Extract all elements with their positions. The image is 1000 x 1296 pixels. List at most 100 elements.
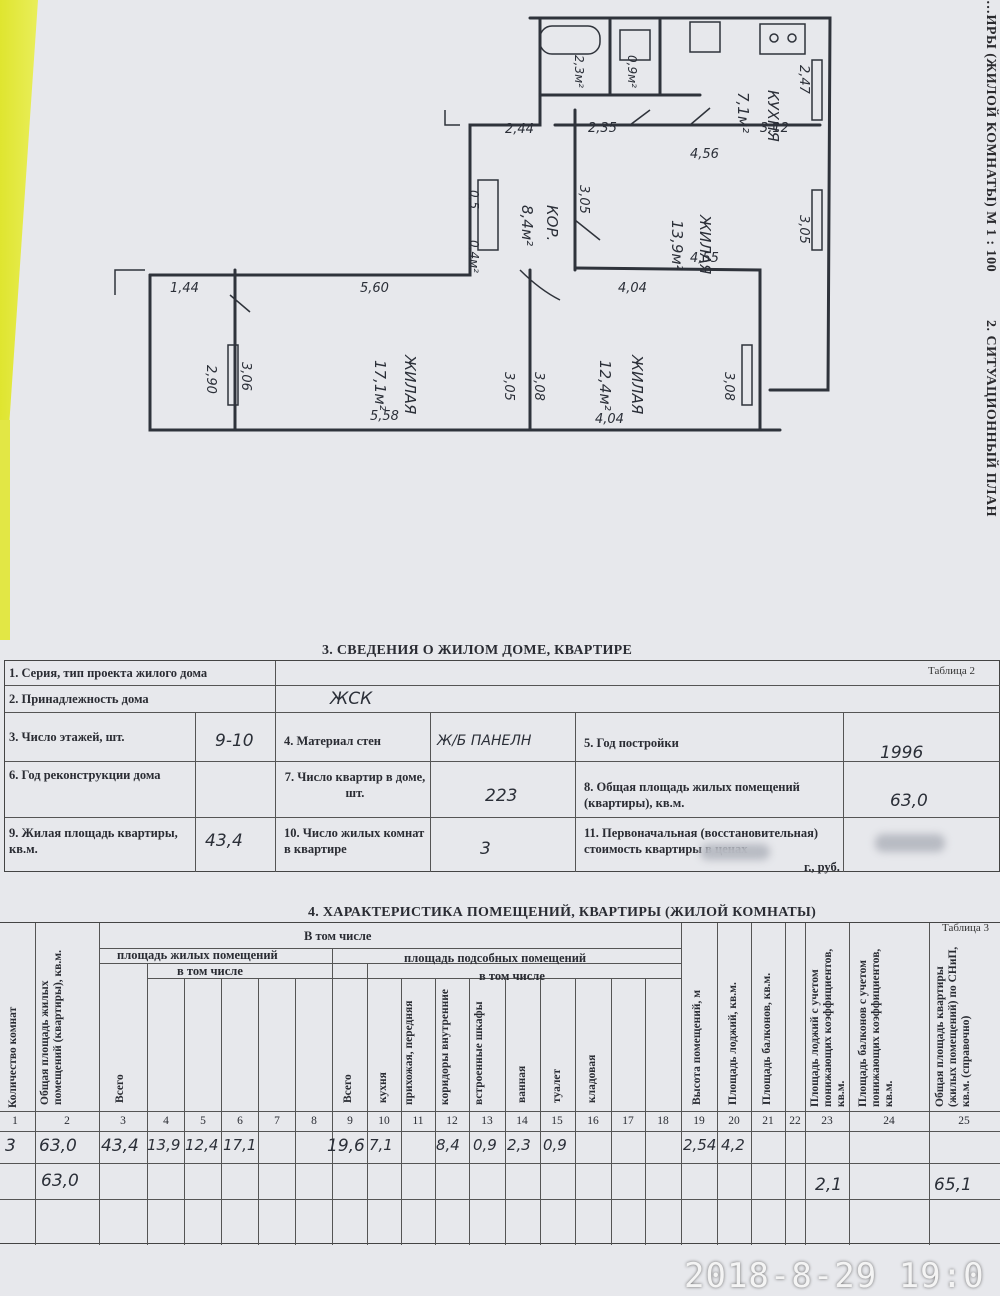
col-header: Количество комнат: [7, 1006, 19, 1108]
col-number: 2: [64, 1115, 70, 1127]
col-number: 18: [657, 1115, 669, 1127]
room-area: 2,3м²: [572, 55, 586, 88]
col-number: 23: [821, 1115, 833, 1127]
col-header: кухня: [377, 1072, 389, 1103]
wall: [148, 16, 542, 277]
room-area: 0,5: [467, 190, 481, 209]
dimension: 4,55: [690, 251, 719, 266]
header-incl: В том числе: [304, 929, 372, 943]
living-area-label: 9. Жилая площадь квартиры, кв.м.: [9, 826, 178, 856]
col-header: ванная: [516, 1065, 528, 1103]
col-number: 16: [587, 1115, 599, 1127]
toilet: [619, 29, 651, 61]
total-area-value: 63,0: [890, 791, 928, 811]
cell-toilet: 0,9: [543, 1136, 567, 1154]
cell-room-area: 13,9: [147, 1136, 181, 1154]
col-header: Высота помещений, м: [691, 989, 703, 1105]
header-living: площадь жилых помещений: [117, 948, 278, 962]
col-number: 3: [120, 1115, 126, 1127]
dimension: 3,05: [576, 185, 591, 214]
cost-year-suffix: г., руб.: [804, 860, 840, 874]
stove: [759, 23, 806, 55]
col-number: 17: [622, 1115, 634, 1127]
build-year-label: 5. Год постройки: [584, 736, 679, 750]
col-header: коридоры внутренние: [439, 989, 451, 1105]
header-living-sub: в том числе: [177, 964, 243, 978]
rooms-count-label: 10. Число жилых комнат в квартире: [284, 826, 425, 856]
table2: 1. Серия, тип проекта жилого дома 2. При…: [4, 660, 1000, 874]
side-title: …ИРЫ (ЖИЛОЙ КОМНАТЫ) М 1 : 100 2. СИТУАЦ…: [978, 0, 998, 700]
table3-label: Таблица 3: [942, 922, 990, 934]
window: [811, 59, 823, 121]
dimension: 3,08: [721, 372, 736, 401]
dimension: 3,06: [238, 362, 253, 391]
table3: В том числе площадь жилых помещений площ…: [0, 922, 1000, 1245]
wall: [148, 273, 782, 432]
series-label: 1. Серия, тип проекта жилого дома: [9, 666, 208, 680]
cell-height: 2,54: [683, 1136, 717, 1154]
header-aux: площадь подсобных помещений: [404, 951, 587, 965]
room-label: ЖИЛАЯ: [696, 214, 714, 275]
room-label: ЖИЛАЯ: [401, 354, 419, 415]
col-number: 24: [883, 1115, 895, 1127]
room-area: 8,4м²: [518, 205, 536, 246]
col-number: 25: [958, 1115, 970, 1127]
ownership-label: 2. Принадлежность дома: [9, 692, 149, 706]
col-number: 12: [446, 1115, 458, 1127]
col-header: Площадь балконов, кв.м.: [761, 972, 773, 1105]
room-area: 0,4м²: [467, 240, 481, 273]
door: [629, 109, 651, 126]
photo-timestamp: 2018-8-29 19:0: [684, 1256, 985, 1296]
col-header: прихожая, передняя: [403, 1000, 415, 1105]
room-label: ЖИЛАЯ: [628, 354, 646, 415]
dimension: 2,35: [588, 121, 617, 136]
floors-value: 9-10: [215, 731, 254, 751]
closet: [477, 179, 499, 251]
door: [519, 269, 561, 301]
col-header: туалет: [551, 1068, 563, 1103]
paper-edge: [0, 420, 10, 640]
col-header: кладовая: [586, 1054, 598, 1103]
dimension: 2,90: [203, 365, 218, 394]
cell-bathroom: 2,3: [507, 1136, 531, 1154]
section3-title: 3. СВЕДЕНИЯ О ЖИЛОМ ДОМЕ, КВАРТИРЕ: [322, 643, 633, 658]
dimension: 3,05: [501, 372, 516, 401]
cell-loggia-coef: 2,1: [815, 1175, 843, 1195]
room-label: КОР.: [543, 205, 561, 241]
floors-label: 3. Число этажей, шт.: [9, 730, 125, 744]
col-header: Общая площадь квартиры (жилых помещений)…: [934, 946, 972, 1107]
col-number: 8: [311, 1115, 317, 1127]
living-area-value: 43,4: [205, 831, 243, 851]
sink: [689, 21, 721, 53]
dimension: 5,58: [370, 409, 399, 424]
header-aux-sub: в том числе: [479, 969, 545, 983]
rooms-count-value: 3: [480, 839, 491, 859]
dimension: 4,04: [618, 281, 647, 296]
cell-loggia: 4,2: [721, 1136, 745, 1154]
cell-aux-total: 19,6: [327, 1136, 365, 1156]
section4-title: 4. ХАРАКТЕРИСТИКА ПОМЕЩЕНИЙ, КВАРТИРЫ (Ж…: [308, 905, 817, 920]
dimension: 3,05: [796, 215, 811, 244]
room-area: 7,1м²: [734, 92, 752, 133]
cell-kitchen: 7,1: [369, 1136, 393, 1154]
reconstruction-label: 6. Год реконструкции дома: [9, 768, 161, 782]
col-number: 22: [789, 1115, 801, 1127]
cell-closet: 0,9: [473, 1136, 497, 1154]
apartments-count-value: 223: [485, 786, 518, 806]
cell-living-total: 43,4: [101, 1136, 139, 1156]
col-header: Площадь лоджий, кв.м.: [727, 982, 739, 1105]
col-number: 7: [274, 1115, 280, 1127]
col-number: 15: [551, 1115, 563, 1127]
col-header: встроенные шкафы: [473, 1001, 485, 1105]
plan-scale-title: …ИРЫ (ЖИЛОЙ КОМНАТЫ) М 1 : 100: [983, 0, 998, 273]
table2-label: Таблица 2: [928, 665, 976, 677]
dimension: 4,56: [690, 147, 719, 162]
col-number: 6: [237, 1115, 243, 1127]
bathtub: [539, 25, 601, 55]
col-number: 14: [516, 1115, 528, 1127]
dimension: 1,44: [170, 281, 199, 296]
col-number: 19: [693, 1115, 705, 1127]
room-label: КУХНЯ: [764, 90, 782, 142]
wall: [528, 16, 832, 392]
wall-material-label: 4. Материал стен: [284, 734, 382, 748]
